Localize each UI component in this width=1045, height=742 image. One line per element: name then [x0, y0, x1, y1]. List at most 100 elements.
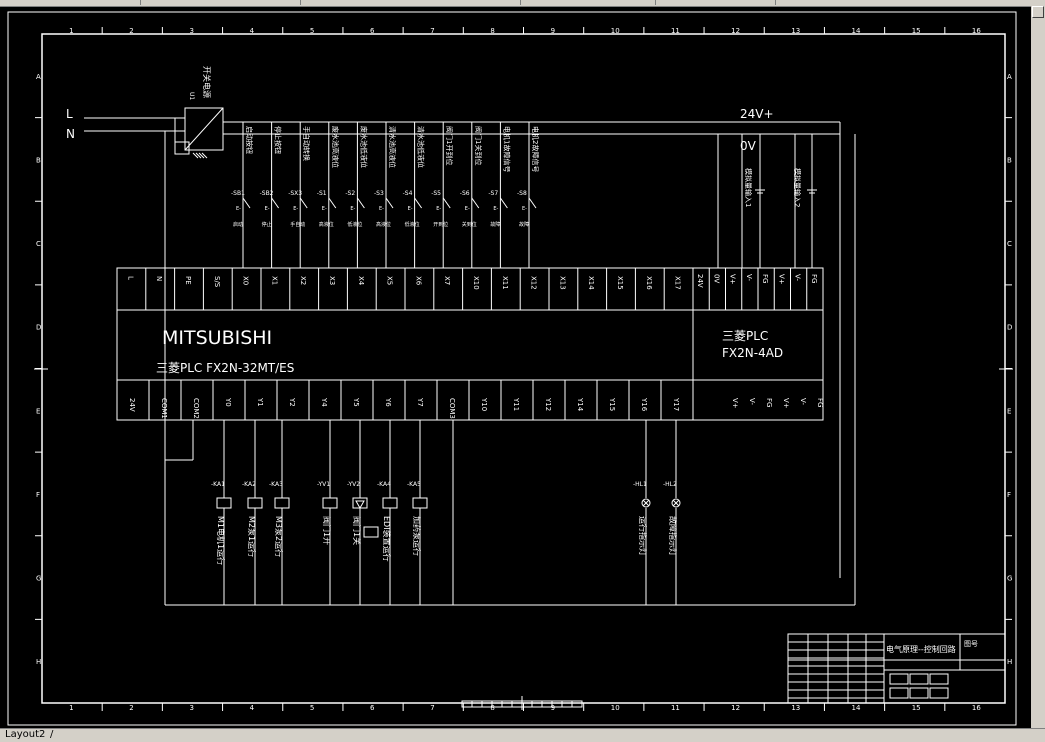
column-number: 9 — [551, 27, 555, 35]
window-top-toolbar — [0, 0, 1045, 7]
row-letter: E — [1007, 407, 1011, 415]
title-block-outline — [787, 633, 1006, 704]
ad-brand: 三菱PLC — [722, 329, 768, 343]
column-number: 2 — [129, 27, 133, 35]
input-contact — [299, 197, 308, 209]
power-supply-pe — [174, 141, 190, 155]
plc-top-terminal: S/S — [213, 276, 221, 288]
input-tag: -S2 — [345, 190, 355, 197]
row-letter: A — [36, 73, 41, 81]
column-number: 1 — [69, 27, 73, 35]
plc-brand: MITSUBISHI — [162, 327, 272, 349]
contact-marker: E- — [493, 206, 498, 212]
indicator-lamp — [671, 498, 681, 508]
row-letter: E — [36, 407, 40, 415]
ad-bottom-terminal: V- — [748, 398, 756, 405]
layout-tab-bar: Layout2 / — [0, 728, 1045, 742]
column-number: 5 — [310, 704, 314, 712]
output-description: 运行指示灯 — [638, 516, 648, 556]
plc-top-terminal: L — [126, 276, 134, 280]
scroll-thumb[interactable] — [1032, 6, 1044, 18]
input-contact — [471, 197, 480, 209]
plc-bottom-terminal: Y0 — [224, 397, 232, 407]
row-letter: C — [1007, 240, 1012, 248]
power-supply-tag: U1 — [188, 92, 195, 100]
output-coil — [322, 497, 338, 509]
plc-bottom-terminal: Y12 — [544, 397, 552, 411]
plc-top-terminal: X6 — [414, 276, 422, 286]
lamp-cross — [672, 499, 680, 507]
input-description: 停止按钮 — [274, 126, 283, 154]
plc-bottom-terminal: Y4 — [320, 397, 328, 407]
power-supply-name: 开关电源 — [202, 66, 212, 98]
input-sublabel: 故障 — [490, 221, 500, 228]
output-description: M3泵2运行 — [274, 516, 284, 557]
contact-marker: E- — [293, 206, 298, 212]
cad-drawing-canvas[interactable]: 1122334455667788991010111112121313141415… — [0, 6, 1031, 728]
plc-top-terminal: X2 — [299, 276, 307, 285]
contact-marker: E- — [322, 206, 327, 212]
row-letter: F — [36, 491, 40, 499]
plc-bottom-terminal: Y7 — [416, 397, 424, 407]
tab-separator: / — [50, 729, 54, 740]
drawing-title: 电气原理--控制回路 — [886, 644, 956, 654]
ad-bottom-terminal: V+ — [731, 398, 739, 409]
input-sublabel: 启动 — [233, 221, 243, 228]
input-sublabel: 低液位 — [347, 221, 362, 228]
plc-bottom-terminal: Y15 — [608, 397, 616, 411]
output-tag: -KA4 — [377, 481, 391, 488]
column-number: 4 — [250, 27, 255, 35]
input-tag: -S5 — [431, 190, 441, 197]
toolbar-segment — [655, 0, 776, 5]
output-tag: -HL1 — [633, 481, 647, 488]
column-number: 16 — [972, 704, 981, 712]
input-description: 电机1故障信号 — [502, 126, 511, 172]
hatch — [195, 152, 202, 159]
ad-top-terminal: V- — [794, 274, 802, 281]
row-letter: G — [36, 575, 41, 583]
output-coil — [382, 497, 398, 509]
input-contact — [328, 197, 337, 209]
line-N-label: N — [66, 127, 75, 141]
contact-marker: E- — [350, 206, 355, 212]
toolbar-segment — [520, 0, 656, 5]
input-contact — [242, 197, 251, 209]
valve-coil-2 — [363, 526, 379, 538]
output-tag: -HL2 — [663, 481, 677, 488]
column-number: 2 — [129, 704, 133, 712]
column-number: 12 — [731, 27, 740, 35]
input-description: 手自动转换 — [302, 126, 311, 161]
output-tag: -KA3 — [269, 481, 283, 488]
power-supply-box — [184, 107, 224, 151]
column-number: 16 — [972, 27, 981, 35]
ad-top-terminal: V+ — [729, 274, 737, 285]
plc-bottom-terminal: COM1 — [160, 398, 168, 419]
ad-bottom-terminal: V- — [799, 398, 807, 405]
line-L-label: L — [66, 107, 73, 121]
input-description: 废水池高液位 — [331, 126, 340, 168]
output-description: M1电机1运行 — [216, 516, 226, 565]
vertical-scrollbar[interactable] — [1031, 6, 1045, 728]
plc-top-terminal: PE — [184, 276, 192, 285]
analog-input-1: 模拟量输入1 — [744, 168, 753, 207]
output-coil — [216, 497, 232, 509]
contact-marker: E- — [465, 206, 470, 212]
column-number: 11 — [671, 704, 680, 712]
tab-layout2[interactable]: Layout2 — [5, 729, 46, 740]
input-tag: -S4 — [403, 190, 413, 197]
output-description: 阀门1关 — [352, 516, 362, 545]
column-number: 14 — [852, 27, 861, 35]
power-supply-diagonal — [184, 107, 224, 151]
ad-top-terminal: FG — [810, 274, 818, 283]
plc-top-terminal: X11 — [501, 276, 509, 290]
output-description: EDI装置运行 — [382, 516, 392, 562]
indicator-lamp — [641, 498, 651, 508]
plc-top-terminal: X14 — [587, 276, 595, 290]
ad-top-terminal: V+ — [777, 274, 785, 285]
column-number: 3 — [189, 704, 193, 712]
output-description: 加药泵运行 — [412, 516, 422, 556]
plc-top-terminal: X16 — [645, 276, 653, 290]
plc-bottom-terminal: Y10 — [480, 397, 488, 411]
plc-bottom-terminal: Y2 — [288, 397, 296, 407]
column-number: 10 — [611, 704, 620, 712]
